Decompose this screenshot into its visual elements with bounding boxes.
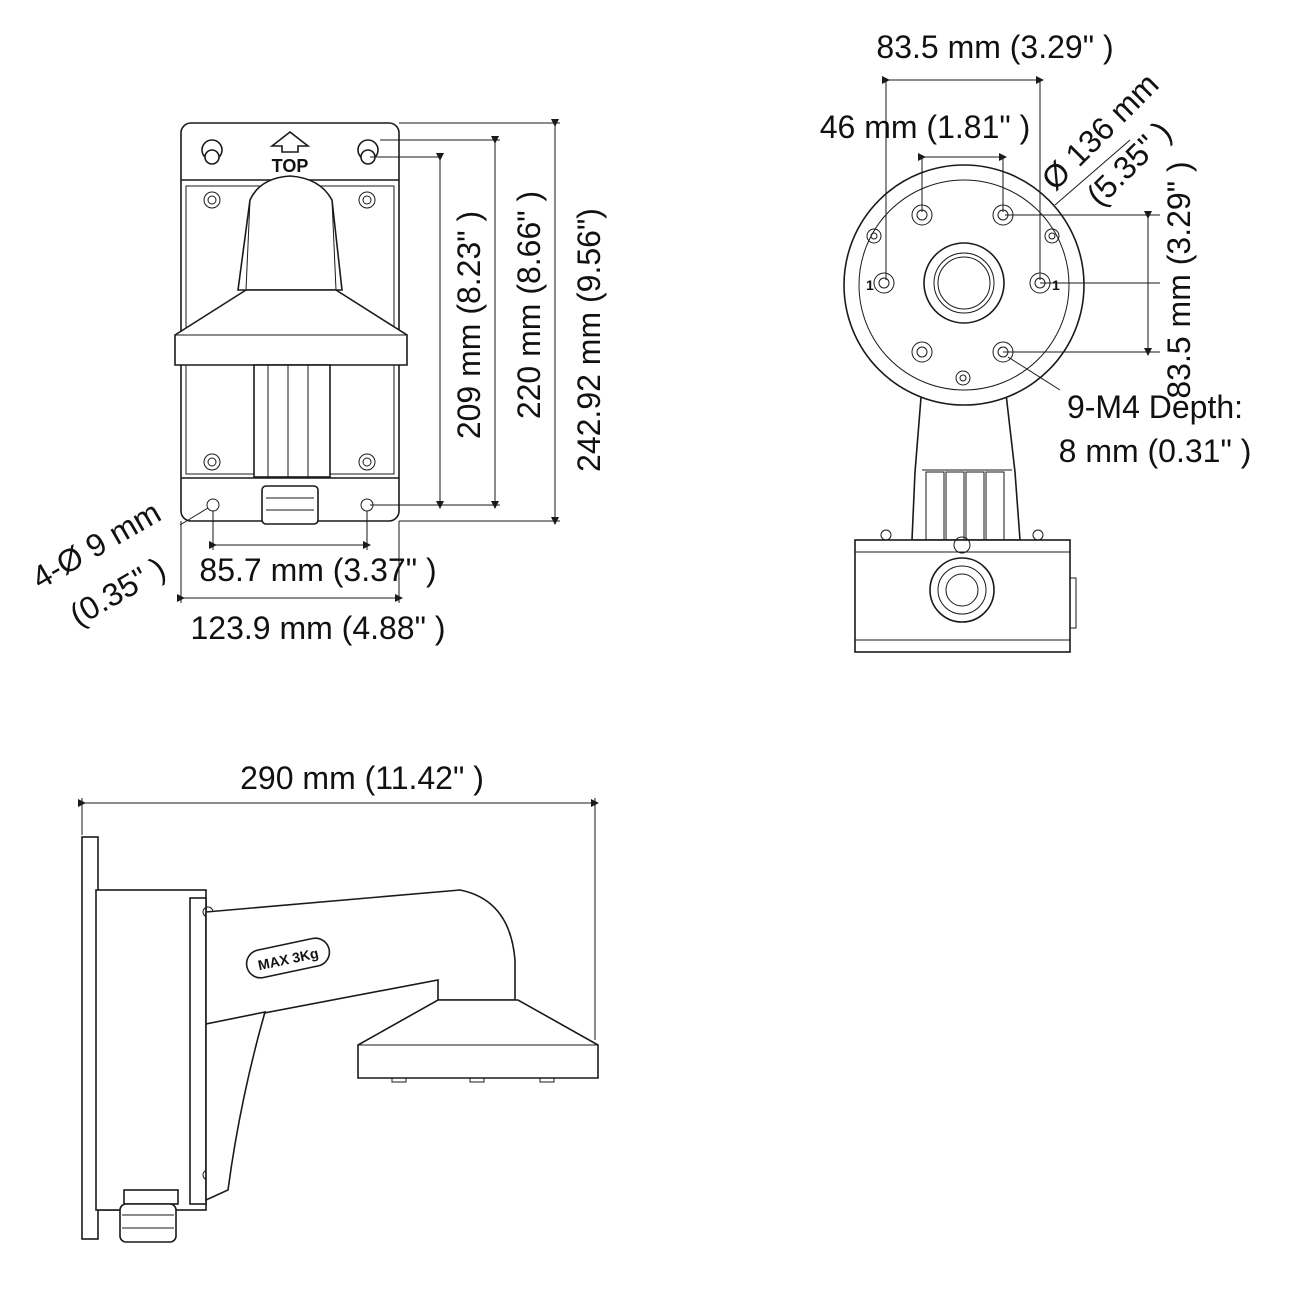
front-view: TOP 209: [26, 119, 607, 646]
cable-gland: [119, 1203, 177, 1243]
top-arrow-icon: [269, 130, 311, 153]
screw-icon: [203, 191, 376, 471]
thread-label-line1: 9-M4 Depth:: [1067, 389, 1243, 425]
top-marking: TOP: [272, 156, 309, 176]
dim-inner-height: 209 mm (8.23" ): [451, 211, 487, 439]
dim-mid-height: 220 mm (8.66" ): [511, 191, 547, 419]
dim-hole-spacing: 85.7 mm (3.37" ): [199, 552, 436, 588]
cable-box: [253, 364, 331, 478]
dim-vertical: 83.5 mm (3.29" ): [1161, 161, 1197, 398]
side-view: 290 mm (11.42" ) MAX 3Kg: [78, 760, 599, 1243]
dim-total-height: 242.92 mm (9.56"): [571, 208, 607, 472]
keyhole-right: [357, 139, 379, 165]
center-hole: [923, 242, 1005, 324]
cable-gland: [929, 557, 995, 623]
dim-total-width: 123.9 mm (4.88" ): [190, 610, 445, 646]
mount-view: 1 1 83.5 mm (3.29" ) 46 mm (1.81" ) 83.5…: [820, 29, 1252, 653]
cable-gland: [261, 485, 319, 525]
load-badge: [245, 937, 331, 979]
hole-mark-right: 1: [1052, 277, 1060, 293]
keyhole-left: [201, 139, 223, 165]
dim-inner: 46 mm (1.81" ): [820, 109, 1031, 145]
hole-mark-left: 1: [866, 277, 874, 293]
dome-cap: [357, 999, 599, 1079]
gland-nut: [123, 1189, 179, 1205]
arm-front: [237, 175, 343, 291]
arm-support: [205, 1010, 267, 1202]
dim-length: 290 mm (11.42" ): [240, 760, 484, 796]
dim-top: 83.5 mm (3.29" ): [876, 29, 1113, 65]
thread-label-line2: 8 mm (0.31" ): [1059, 433, 1252, 469]
